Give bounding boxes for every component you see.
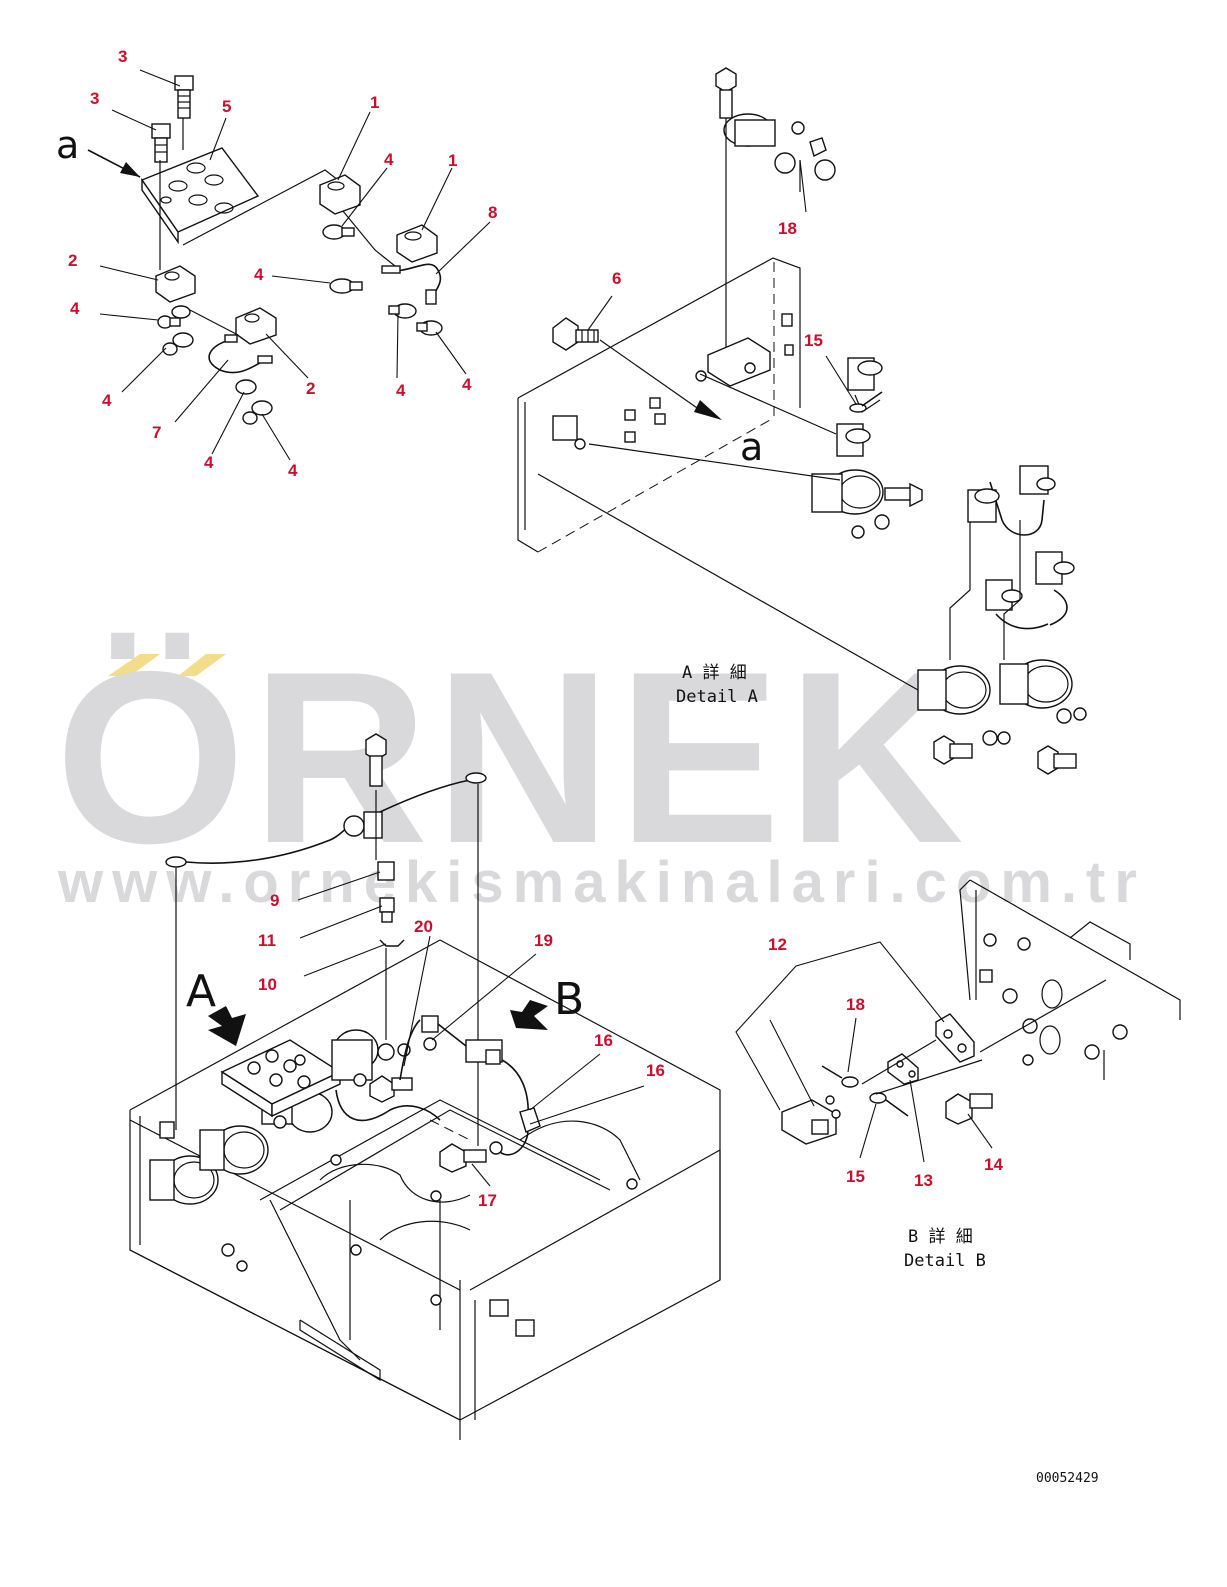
callout-18: 18 <box>778 219 797 238</box>
bolt-part-17 <box>439 1100 503 1173</box>
callout-3: 3 <box>90 89 99 108</box>
callout-2: 2 <box>68 251 77 270</box>
relays-main-left <box>149 1091 333 1205</box>
callout-15: 15 <box>846 1167 865 1186</box>
watermark-brand: ÖRNEK <box>55 620 970 894</box>
relay-middle-detail-a <box>811 357 923 539</box>
callout-13: 13 <box>914 1171 933 1190</box>
callout-1: 1 <box>370 93 379 112</box>
terminal-part-1a <box>319 174 361 215</box>
relay-main-center <box>331 1029 413 1103</box>
parts-9-11-10 <box>377 861 405 1040</box>
view-letter-A: A <box>186 966 216 1017</box>
detail-a-drawing: a <box>517 67 1087 775</box>
callout-16: 16 <box>646 1061 665 1080</box>
view-arrow-B: B <box>510 974 584 1030</box>
callout-7: 7 <box>152 423 161 442</box>
bracket-plate-5 <box>140 147 260 245</box>
main-assembly-drawing: A B <box>129 733 721 1440</box>
callout-2: 2 <box>306 379 315 398</box>
bolt-part-14 <box>945 1093 993 1125</box>
callout-6: 6 <box>612 269 621 288</box>
callout-8: 8 <box>488 203 497 222</box>
callout-1: 1 <box>448 151 457 170</box>
callout-4: 4 <box>396 381 406 400</box>
leader-lines-main <box>297 871 645 1187</box>
callout-10: 10 <box>258 975 277 994</box>
watermark-url: www.ornekismakinalari.com.tr <box>57 850 1146 915</box>
terminal-part-15a <box>849 391 883 413</box>
callout-9: 9 <box>270 891 279 910</box>
drawing-code: 00052429 <box>1036 1471 1099 1486</box>
watermark-accent-mark <box>108 654 160 676</box>
relay-part-12 <box>781 1013 975 1145</box>
view-letter-a-lower: a <box>740 425 763 469</box>
callout-11: 11 <box>258 931 276 950</box>
callout-17: 17 <box>478 1191 497 1210</box>
relay-top-detail-a <box>715 67 836 348</box>
callout-4: 4 <box>102 391 112 410</box>
cable-main-top <box>165 733 487 1130</box>
view-letter-a-upper: a <box>56 123 79 167</box>
bolt-part-6 <box>552 317 599 351</box>
callout-4: 4 <box>462 375 472 394</box>
callout-4: 4 <box>384 150 394 169</box>
terminal-part-2a <box>155 265 196 303</box>
callout-4: 4 <box>70 299 80 318</box>
watermark: ÖRNEK www.ornekismakinalari.com.tr <box>55 620 1146 915</box>
bolt-part-3b <box>151 123 171 163</box>
terminal-part-18b <box>821 1065 859 1088</box>
cable-part-8 <box>381 263 442 305</box>
watermark-accent-mark <box>178 654 226 676</box>
view-letter-B: B <box>554 974 584 1025</box>
clamp-parts-4 <box>157 224 443 425</box>
relay-pair-detail-a <box>917 465 1087 775</box>
callout-14: 14 <box>984 1155 1003 1174</box>
callout-5: 5 <box>222 97 231 116</box>
exploded-view-terminals: a <box>56 69 491 461</box>
terminal-part-15b <box>869 1092 909 1117</box>
callout-16: 16 <box>594 1031 613 1050</box>
cable-part-7 <box>208 334 273 374</box>
callout-4: 4 <box>204 453 214 472</box>
callout-12: 12 <box>768 935 787 954</box>
detail-b-jp-label: B 詳 細 <box>908 1227 973 1247</box>
detail-a-jp-label: A 詳 細 <box>682 663 747 683</box>
callout-4: 4 <box>288 461 298 480</box>
terminal-part-1b <box>396 224 438 263</box>
detail-a-en-label: Detail A <box>676 687 758 707</box>
callout-4: 4 <box>254 265 264 284</box>
callout-20: 20 <box>414 917 433 936</box>
detail-b-en-label: Detail B <box>904 1251 986 1271</box>
callout-19: 19 <box>534 931 553 950</box>
leader-lines-detail-b <box>735 941 993 1163</box>
leader-lines-top-left <box>99 69 491 461</box>
bracket-part-13 <box>887 1053 919 1085</box>
callout-numbers: 3 3 5 1 4 1 8 2 4 4 2 4 4 7 4 4 4 18 6 1… <box>68 47 1003 1210</box>
view-arrow-A: A <box>186 966 246 1046</box>
wire-harness-main <box>335 1015 541 1156</box>
bolt-part-3a <box>174 75 194 119</box>
detail-b-drawing: B 詳 細 Detail B <box>735 879 1181 1271</box>
terminal-block-main <box>220 1039 342 1118</box>
callout-15: 15 <box>804 331 823 350</box>
view-arrow-a: a <box>56 123 141 178</box>
callout-3: 3 <box>118 47 127 66</box>
callout-18: 18 <box>846 995 865 1014</box>
